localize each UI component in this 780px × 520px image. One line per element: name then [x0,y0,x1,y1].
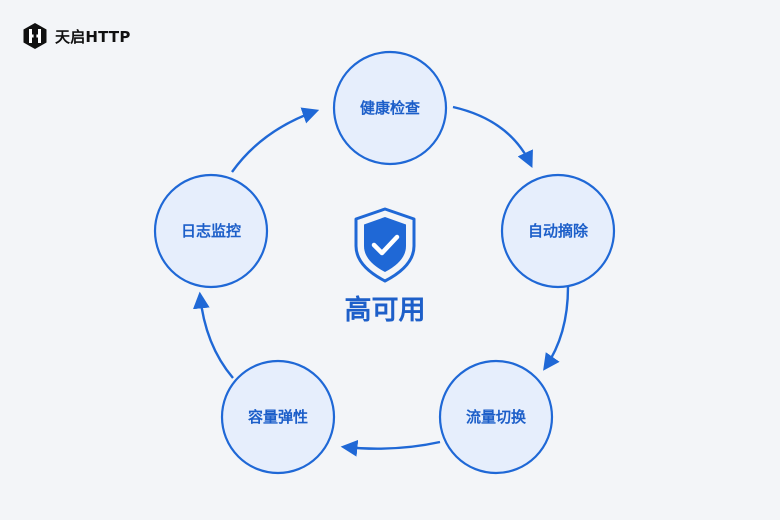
node-log-monitor: 日志监控 [153,173,269,289]
cycle-arrow-health-to-auto [452,105,533,169]
node-capacity-elastic: 容量弹性 [220,359,336,475]
brand-logo: 天启HTTP [21,22,131,50]
node-label-capacity-elastic: 容量弹性 [247,408,308,426]
node-auto-remove: 自动摘除 [500,173,616,289]
node-label-health-check: 健康检查 [360,99,421,117]
cycle-arrow-switch-to-elastic [340,439,441,457]
cycle-arrow-log-to-health [231,107,320,173]
shield-check-icon [354,207,416,283]
node-traffic-switch: 流量切换 [438,359,554,475]
node-label-auto-remove: 自动摘除 [528,222,589,240]
node-health-check: 健康检查 [332,50,448,166]
center-title: 高可用 [344,295,426,326]
cycle-arrow-auto-to-switch [543,286,570,371]
node-label-traffic-switch: 流量切换 [466,408,527,426]
cycle-arrow-elastic-to-log [192,291,234,379]
brand-name: 天启HTTP [55,27,131,46]
hexagon-h-logo-icon [23,23,47,49]
node-label-log-monitor: 日志监控 [181,222,241,240]
